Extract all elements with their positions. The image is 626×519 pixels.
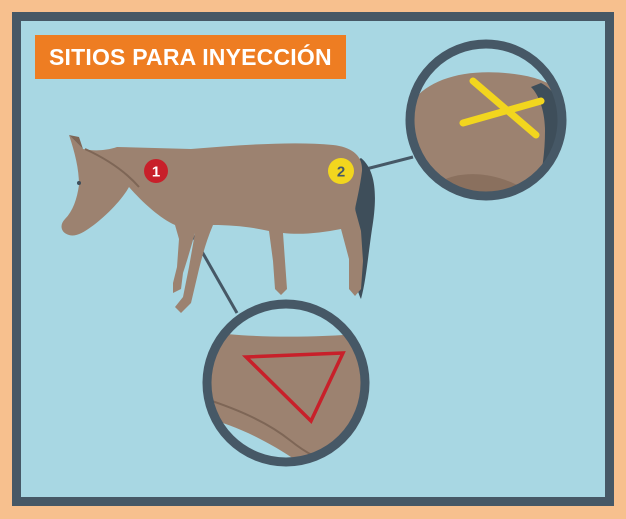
horse-eye [77,181,81,185]
site-2-cross-marker [459,77,545,139]
site-2-number: 2 [337,164,345,181]
zoom-circle-site-1 [202,299,370,467]
connector-line-2 [365,155,414,171]
site-1-triangle-marker [241,351,346,424]
horse-mane-line [84,148,140,188]
site-1-number: 1 [152,164,160,181]
horse-figure [61,135,375,313]
horse-body [61,135,364,313]
diagram-frame: 1 2 [12,12,614,506]
site-1-badge: 1 [144,159,168,183]
zoom-neck-body [207,331,365,462]
horse-tail [347,158,375,299]
site-2-badge: 2 [328,158,354,184]
diagram-title: SITIOS PARA INYECCIÓN [35,35,346,79]
zoom-circle-site-2 [405,39,567,201]
zoom-hip-shadow [441,174,521,196]
horse-ear [69,135,83,149]
horse-injection-diagram: 1 2 [61,39,567,467]
